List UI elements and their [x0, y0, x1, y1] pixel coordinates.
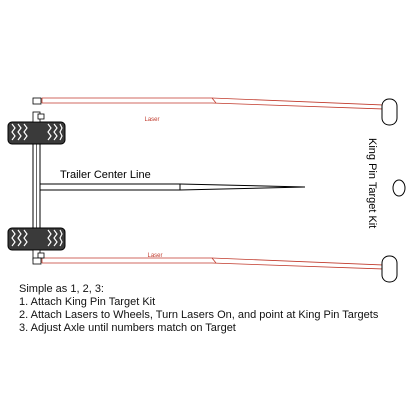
tire-bottom	[7, 227, 66, 251]
laser-beam-top	[41, 97, 385, 110]
instruction-step-3: 3. Adjust Axle until numbers match on Ta…	[19, 322, 236, 334]
tire-top	[7, 121, 66, 145]
king-pin-target-top	[381, 98, 398, 126]
laser-label-bottom: Laser	[147, 253, 162, 259]
instruction-step-2: 2. Attach Lasers to Wheels, Turn Lasers …	[19, 309, 379, 321]
trailer-center-line	[40, 183, 306, 191]
center-line-label: Trailer Center Line	[60, 169, 151, 181]
laser-mount-top	[32, 97, 45, 123]
laser-label-top: Laser	[144, 117, 159, 123]
target-kit-label: King Pin Target Kit	[366, 138, 378, 228]
king-pin-target-bottom	[381, 255, 398, 283]
laser-beam-bottom	[41, 257, 385, 270]
laser-mount-bottom	[32, 249, 45, 265]
instruction-step-1: 1. Attach King Pin Target Kit	[19, 296, 156, 308]
instructions-intro: Simple as 1, 2, 3:	[19, 283, 104, 295]
instructions: Simple as 1, 2, 3: 1. Attach King Pin Ta…	[19, 283, 409, 335]
king-pin-target-center	[392, 179, 406, 197]
